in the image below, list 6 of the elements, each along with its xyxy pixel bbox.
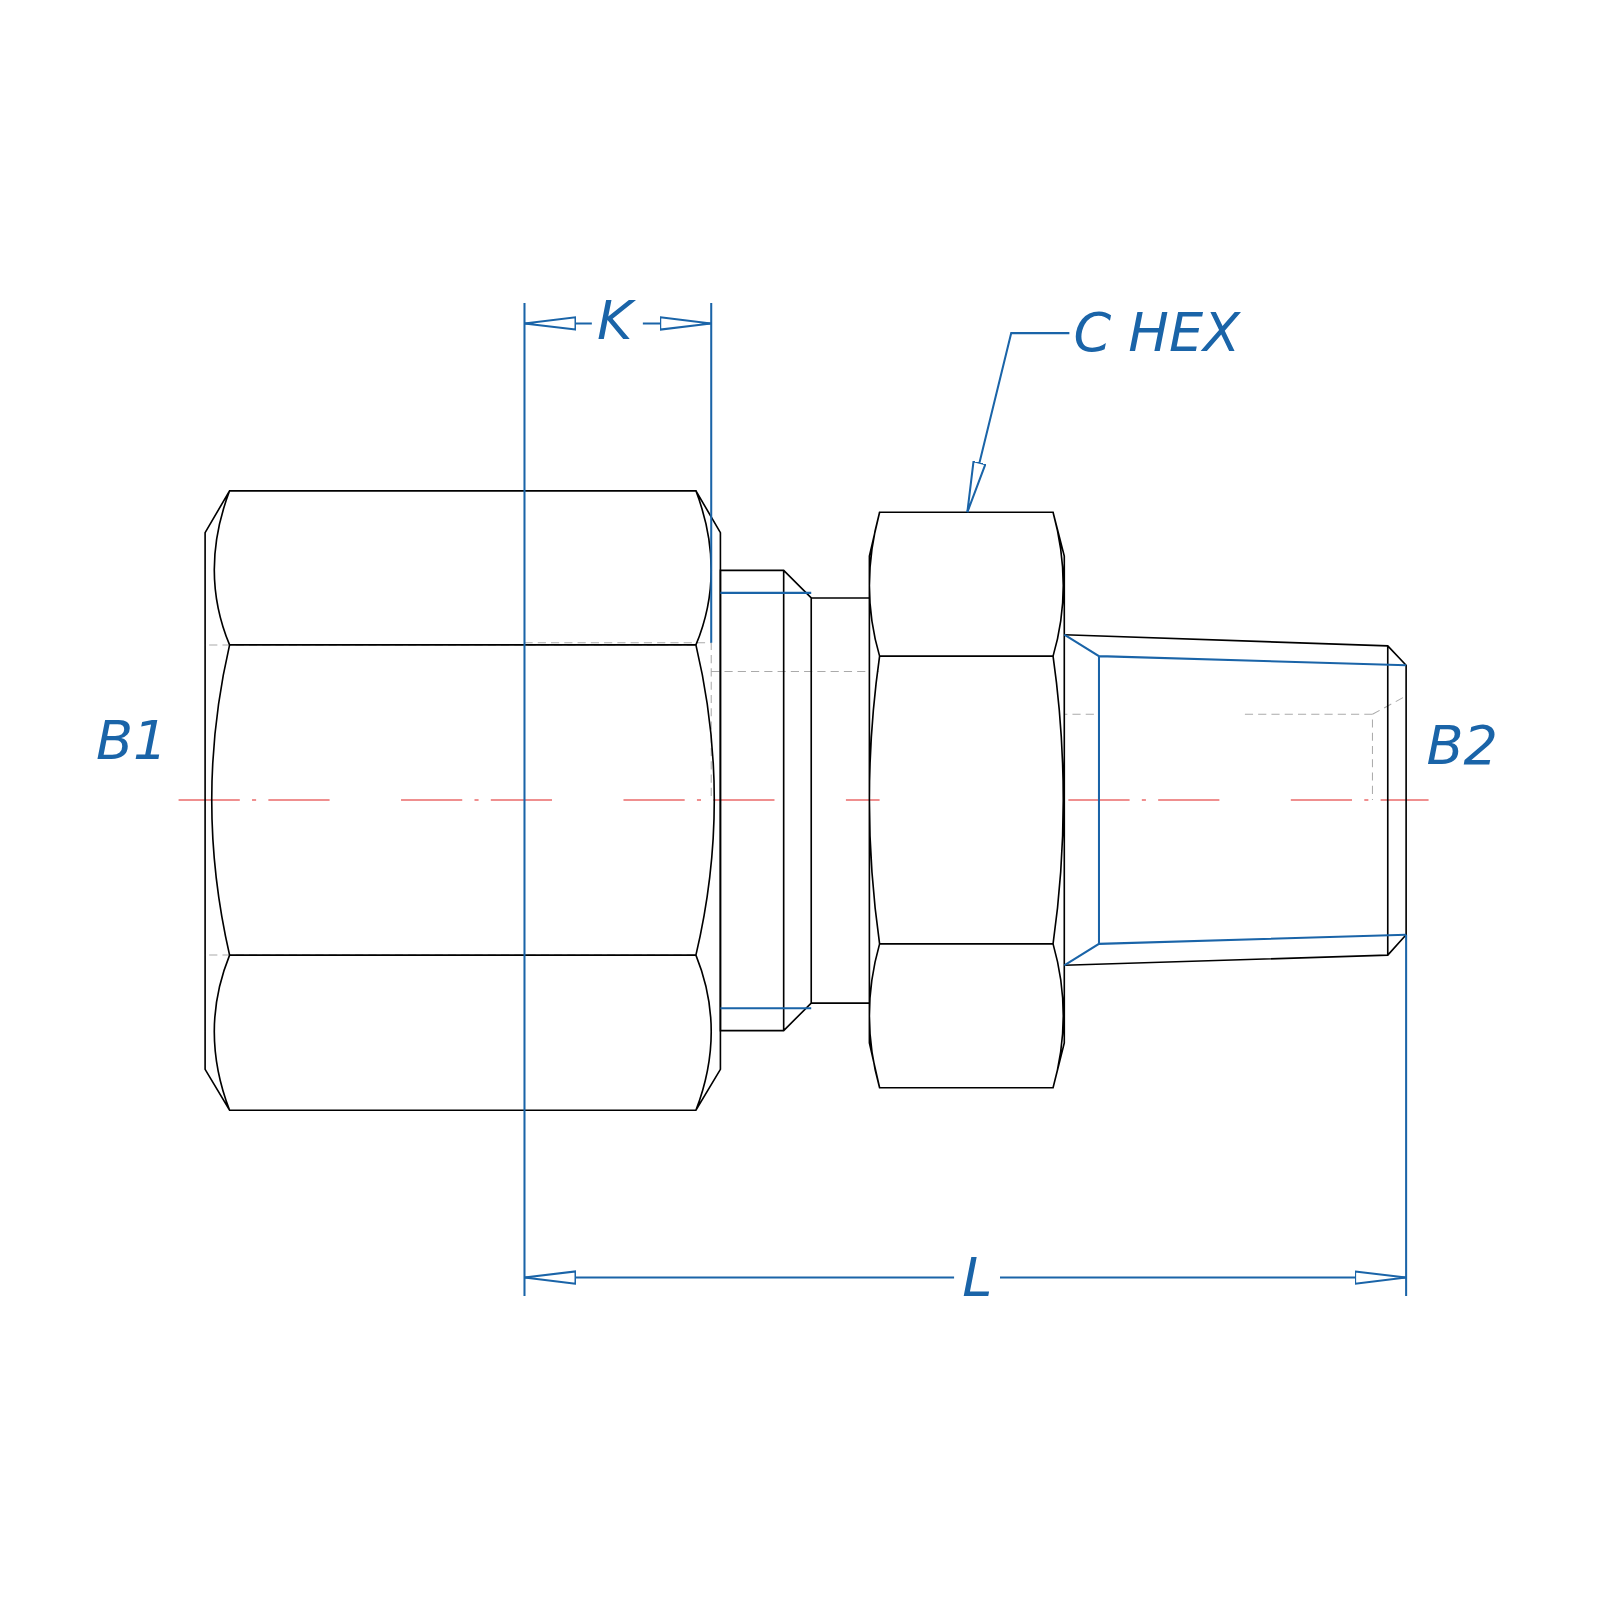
leader-line: [966, 332, 1070, 514]
dimension-label: L: [962, 1251, 993, 1305]
hex-nut-drawing: [868, 511, 1066, 1089]
dimension-label: B1: [95, 714, 168, 769]
dimension-label: B2: [1426, 719, 1498, 774]
dimension-label: C HEX: [1073, 306, 1241, 361]
